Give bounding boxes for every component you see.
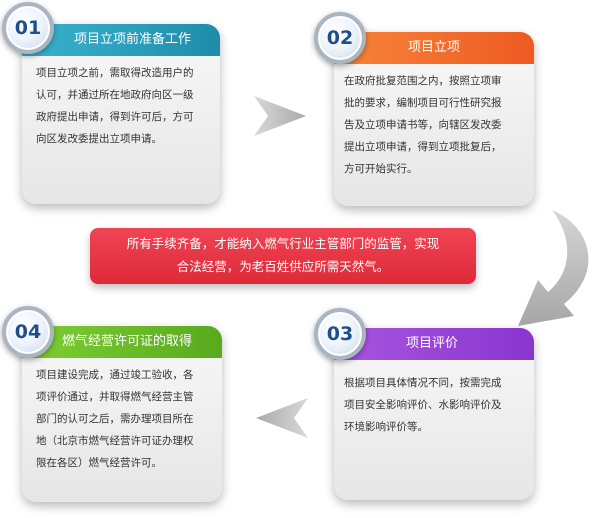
step-description-2: 在政府批复范围之内，按照立项审 批的要求，编制项目可行性研究报 告及立项申请书等… bbox=[344, 75, 502, 175]
step-number-badge-1: 01 bbox=[2, 2, 54, 54]
step-description-1: 项目立项之前，需取得改造用户的 认可，并通过所在地政府向区一级 政府提出申请，得… bbox=[36, 67, 194, 145]
step-number-badge-4: 04 bbox=[2, 306, 54, 358]
step-number-badge-3: 03 bbox=[314, 308, 366, 360]
step-card-3: 项目评价 根据项目具体情况不同，按需完成 项目安全影响评价、水影响评价及 环境影… bbox=[334, 328, 534, 500]
step-card-1: 项目立项前准备工作 项目立项之前，需取得改造用户的 认可，并通过所在地政府向区一… bbox=[22, 24, 220, 204]
step-number-badge-2: 02 bbox=[314, 12, 366, 64]
step-title-1: 项目立项前准备工作 bbox=[22, 24, 220, 56]
step-title-4: 燃气经营许可证的取得 bbox=[22, 326, 222, 358]
step-card-4: 燃气经营许可证的取得 项目建设完成，通过竣工验收，各 项评价通过，并取得燃气经营… bbox=[22, 326, 222, 502]
step-description-4: 项目建设完成，通过竣工验收，各 项评价通过，并取得燃气经营主管 部门的认可之后，… bbox=[36, 369, 194, 469]
step-description-3: 根据项目具体情况不同，按需完成 项目安全影响评价、水影响评价及 环境影响评价等。 bbox=[344, 377, 502, 433]
summary-banner: 所有手续齐备，才能纳入燃气行业主管部门的监管，实现 合法经营，为老百姓供应所需天… bbox=[90, 228, 476, 284]
curved-arrow-down-icon bbox=[518, 210, 589, 326]
arrow-left-icon bbox=[256, 398, 308, 438]
step-card-2: 项目立项 在政府批复范围之内，按照立项审 批的要求，编制项目可行性研究报 告及立… bbox=[334, 32, 534, 206]
step-title-3: 项目评价 bbox=[334, 328, 534, 360]
arrow-right-icon bbox=[254, 96, 306, 136]
step-title-2: 项目立项 bbox=[334, 32, 534, 64]
